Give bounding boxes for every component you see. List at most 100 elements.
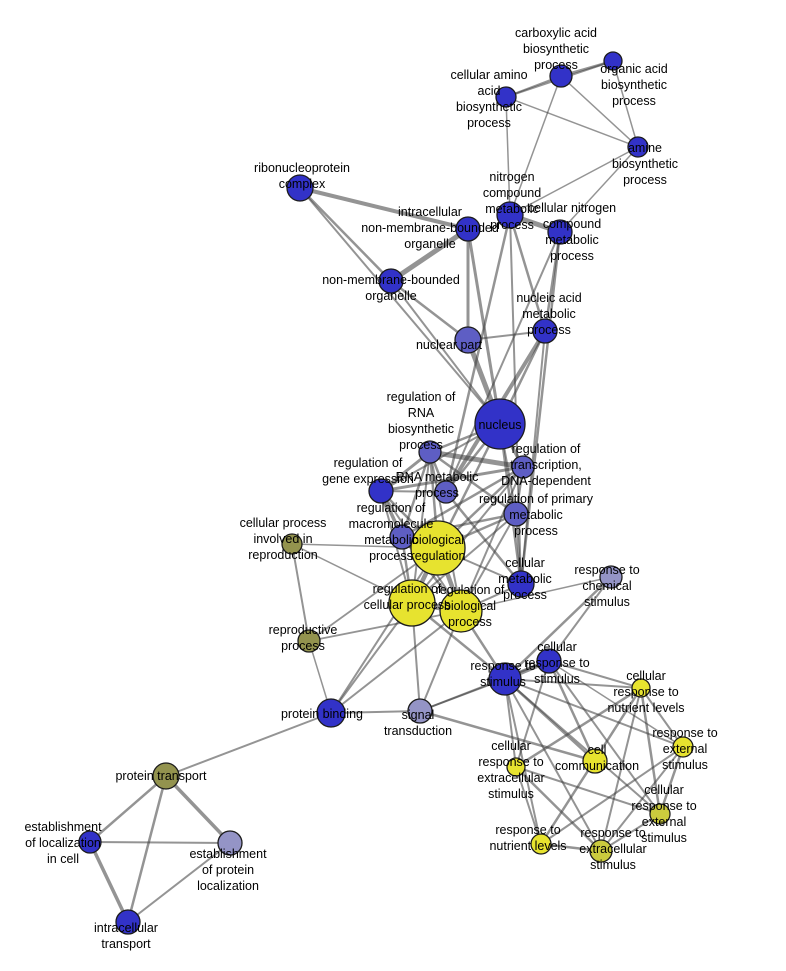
node-nucleus[interactable] <box>474 398 526 450</box>
node-organic[interactable] <box>603 51 623 71</box>
node-cell_nitrogen[interactable] <box>547 219 573 245</box>
edge-cell_resp_extracell--resp_extracell <box>514 765 603 853</box>
edge-cell_resp_stimulus--cell_comm <box>547 659 597 763</box>
edge-organic--amine <box>612 60 639 148</box>
node-protein_transport[interactable] <box>152 762 180 790</box>
node-est_protein_local[interactable] <box>217 830 243 856</box>
node-resp_external[interactable] <box>672 736 694 758</box>
node-reg_transcription[interactable] <box>511 455 535 479</box>
node-bio_regulation[interactable] <box>410 520 466 576</box>
edge-nitrogen--nucleic_acid <box>508 213 547 333</box>
edge-reg_rna--reg_macromolecule <box>400 450 432 539</box>
edge-protein_transport--est_local_cell <box>88 774 168 844</box>
node-cell_resp_nutrient[interactable] <box>631 678 651 698</box>
node-cell_resp_extracell[interactable] <box>506 757 526 777</box>
edge-protein_binding--bio_regulation <box>330 547 439 714</box>
edge-resp_stimulus--cell_resp_external <box>504 678 661 815</box>
edge-est_local_cell--intracell_transport <box>88 840 130 924</box>
node-reg_biological[interactable] <box>439 589 483 633</box>
node-signal_transduction[interactable] <box>407 698 433 724</box>
node-amino[interactable] <box>495 86 517 108</box>
edge-resp_stimulus--resp_external <box>504 678 684 748</box>
edge-cell_resp_nutrient--cell_resp_external <box>639 686 662 816</box>
node-resp_extracell[interactable] <box>589 839 613 863</box>
edge-nmb_organelle--nuclear_part <box>389 279 470 342</box>
node-rna_metabolic[interactable] <box>434 480 458 504</box>
node-intracell_transport[interactable] <box>115 909 141 935</box>
node-carboxylic[interactable] <box>549 64 573 88</box>
node-reg_gene_expr[interactable] <box>368 478 394 504</box>
node-reg_rna[interactable] <box>418 440 442 464</box>
node-cell_metabolic[interactable] <box>507 570 535 598</box>
node-protein_binding[interactable] <box>316 698 346 728</box>
node-resp_chemical[interactable] <box>599 565 623 589</box>
node-nitrogen[interactable] <box>496 201 524 229</box>
edge-nmb_organelle--nucleus <box>390 280 501 425</box>
edge-nitrogen--rna_metabolic <box>444 213 512 494</box>
node-nucleic_acid[interactable] <box>532 318 558 344</box>
edge-reg_transcription--reg_biological <box>460 466 524 612</box>
edge-carboxylic--amine <box>560 75 639 148</box>
edge-cell_resp_nutrient--resp_external <box>640 687 684 748</box>
edge-amine--nitrogen <box>509 146 639 216</box>
edge-cell_resp_stimulus--cell_resp_external <box>548 660 661 815</box>
edge-nucleic_acid--cell_metabolic <box>520 330 546 585</box>
node-cell_resp_external[interactable] <box>649 803 671 825</box>
node-intra_organelle[interactable] <box>455 216 481 242</box>
edge-reg_transcription--reg_gene_expr <box>379 465 525 493</box>
node-reg_cellular[interactable] <box>388 579 436 627</box>
node-repro_process[interactable] <box>297 629 321 653</box>
edge-intra_organelle--nucleus <box>466 227 502 426</box>
node-resp_nutrient[interactable] <box>530 833 552 855</box>
edge-reg_rna--reg_transcription <box>427 449 526 470</box>
node-label-nucleus: nucleus <box>478 418 521 432</box>
node-nuclear_part[interactable] <box>454 326 482 354</box>
edge-amino--amine <box>505 96 639 148</box>
edge-intra_organelle--nmb_organelle <box>388 226 471 284</box>
edge-carboxylic--nitrogen <box>509 75 562 216</box>
node-resp_stimulus[interactable] <box>488 662 522 696</box>
edge-rnp--nucleus <box>299 187 501 425</box>
node-label-nuclear_part: nuclear part <box>416 338 483 352</box>
node-cell_resp_stimulus[interactable] <box>536 648 562 674</box>
edge-cpr--repro_process <box>291 543 310 642</box>
edge-amino--nitrogen <box>505 96 511 216</box>
edge-resp_external--resp_nutrient <box>540 746 684 845</box>
edge-resp_external--cell_resp_external <box>658 745 685 816</box>
node-cell_comm[interactable] <box>582 748 608 774</box>
node-reg_primary[interactable] <box>503 501 529 527</box>
node-cpr[interactable] <box>281 533 303 555</box>
edge-resp_chemical--resp_stimulus <box>503 575 613 681</box>
node-nmb_organelle[interactable] <box>378 268 404 294</box>
node-amine[interactable] <box>627 136 649 158</box>
node-est_local_cell[interactable] <box>78 830 102 854</box>
edge-protein_binding--signal_transduction <box>330 710 421 714</box>
node-rnp[interactable] <box>286 174 314 202</box>
node-layer <box>78 51 694 935</box>
